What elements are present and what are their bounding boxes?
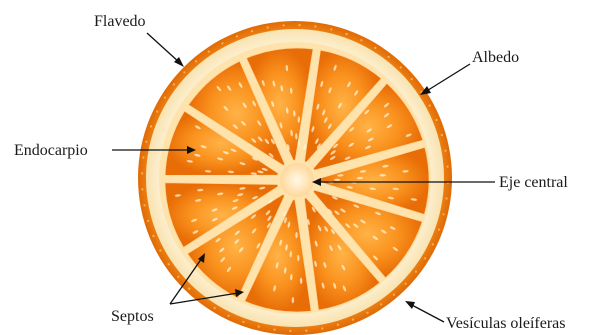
orange-slice: [138, 21, 452, 335]
oil-gland: [147, 220, 149, 222]
oil-gland: [429, 104, 431, 106]
oil-gland: [388, 56, 390, 58]
oil-gland: [251, 30, 253, 32]
oil-gland: [314, 25, 316, 27]
oil-gland: [380, 303, 382, 305]
oil-gland: [283, 24, 285, 26]
oil-gland: [221, 42, 223, 44]
oil-gland: [208, 51, 210, 53]
oil-gland: [447, 166, 449, 168]
oil-gland: [405, 283, 407, 285]
label-albedo: Albedo: [472, 49, 519, 66]
oil-gland: [299, 24, 301, 26]
oil-gland: [168, 263, 170, 265]
oil-gland: [258, 326, 260, 328]
oil-gland: [337, 324, 339, 326]
central-axis-core: [280, 163, 314, 197]
oil-gland: [400, 66, 402, 68]
vesiculas-leader: [410, 304, 444, 322]
oil-gland: [152, 235, 154, 237]
oil-gland: [415, 271, 417, 273]
oil-gland: [360, 39, 362, 41]
label-endocarpio: Endocarpio: [14, 142, 88, 159]
oil-gland: [411, 78, 413, 80]
oil-gland: [188, 288, 190, 290]
oil-gland: [321, 327, 323, 329]
oil-gland: [156, 111, 158, 113]
oil-gland: [177, 276, 179, 278]
oil-gland: [141, 188, 143, 190]
label-eje-central: Eje central: [499, 174, 568, 191]
oil-gland: [142, 156, 144, 158]
oil-gland: [242, 321, 244, 323]
oil-gland: [267, 26, 269, 28]
label-vesiculas-oleiferas: Vesículas oleíferas: [446, 315, 566, 332]
oil-gland: [441, 134, 443, 136]
oil-gland: [305, 330, 307, 332]
oil-gland: [436, 119, 438, 121]
oil-gland: [273, 329, 275, 331]
oil-gland: [374, 47, 376, 49]
oil-gland: [424, 257, 426, 259]
oil-gland: [289, 330, 291, 332]
oil-gland: [443, 213, 445, 215]
oil-gland: [366, 312, 368, 314]
label-septos: Septos: [111, 308, 154, 325]
oil-gland: [236, 35, 238, 37]
oil-gland: [164, 97, 166, 99]
albedo-leader: [425, 64, 470, 92]
oil-gland: [228, 315, 230, 317]
oil-gland: [195, 60, 197, 62]
oil-gland: [330, 28, 332, 30]
oil-gland: [141, 172, 143, 174]
oil-gland: [159, 249, 161, 251]
oil-gland: [173, 83, 175, 85]
oil-gland: [352, 319, 354, 321]
oil-gland: [145, 141, 147, 143]
oil-gland: [393, 294, 395, 296]
oil-gland: [432, 243, 434, 245]
oil-gland: [446, 197, 448, 199]
oil-gland: [214, 307, 216, 309]
oil-gland: [150, 125, 152, 127]
oil-gland: [346, 33, 348, 35]
oil-gland: [444, 150, 446, 152]
oil-gland: [438, 229, 440, 231]
label-flavedo: Flavedo: [94, 13, 146, 30]
flavedo-leader: [147, 33, 180, 63]
vesiculas-arrowhead: [405, 301, 415, 309]
oil-gland: [183, 71, 185, 73]
oil-gland: [143, 204, 145, 206]
